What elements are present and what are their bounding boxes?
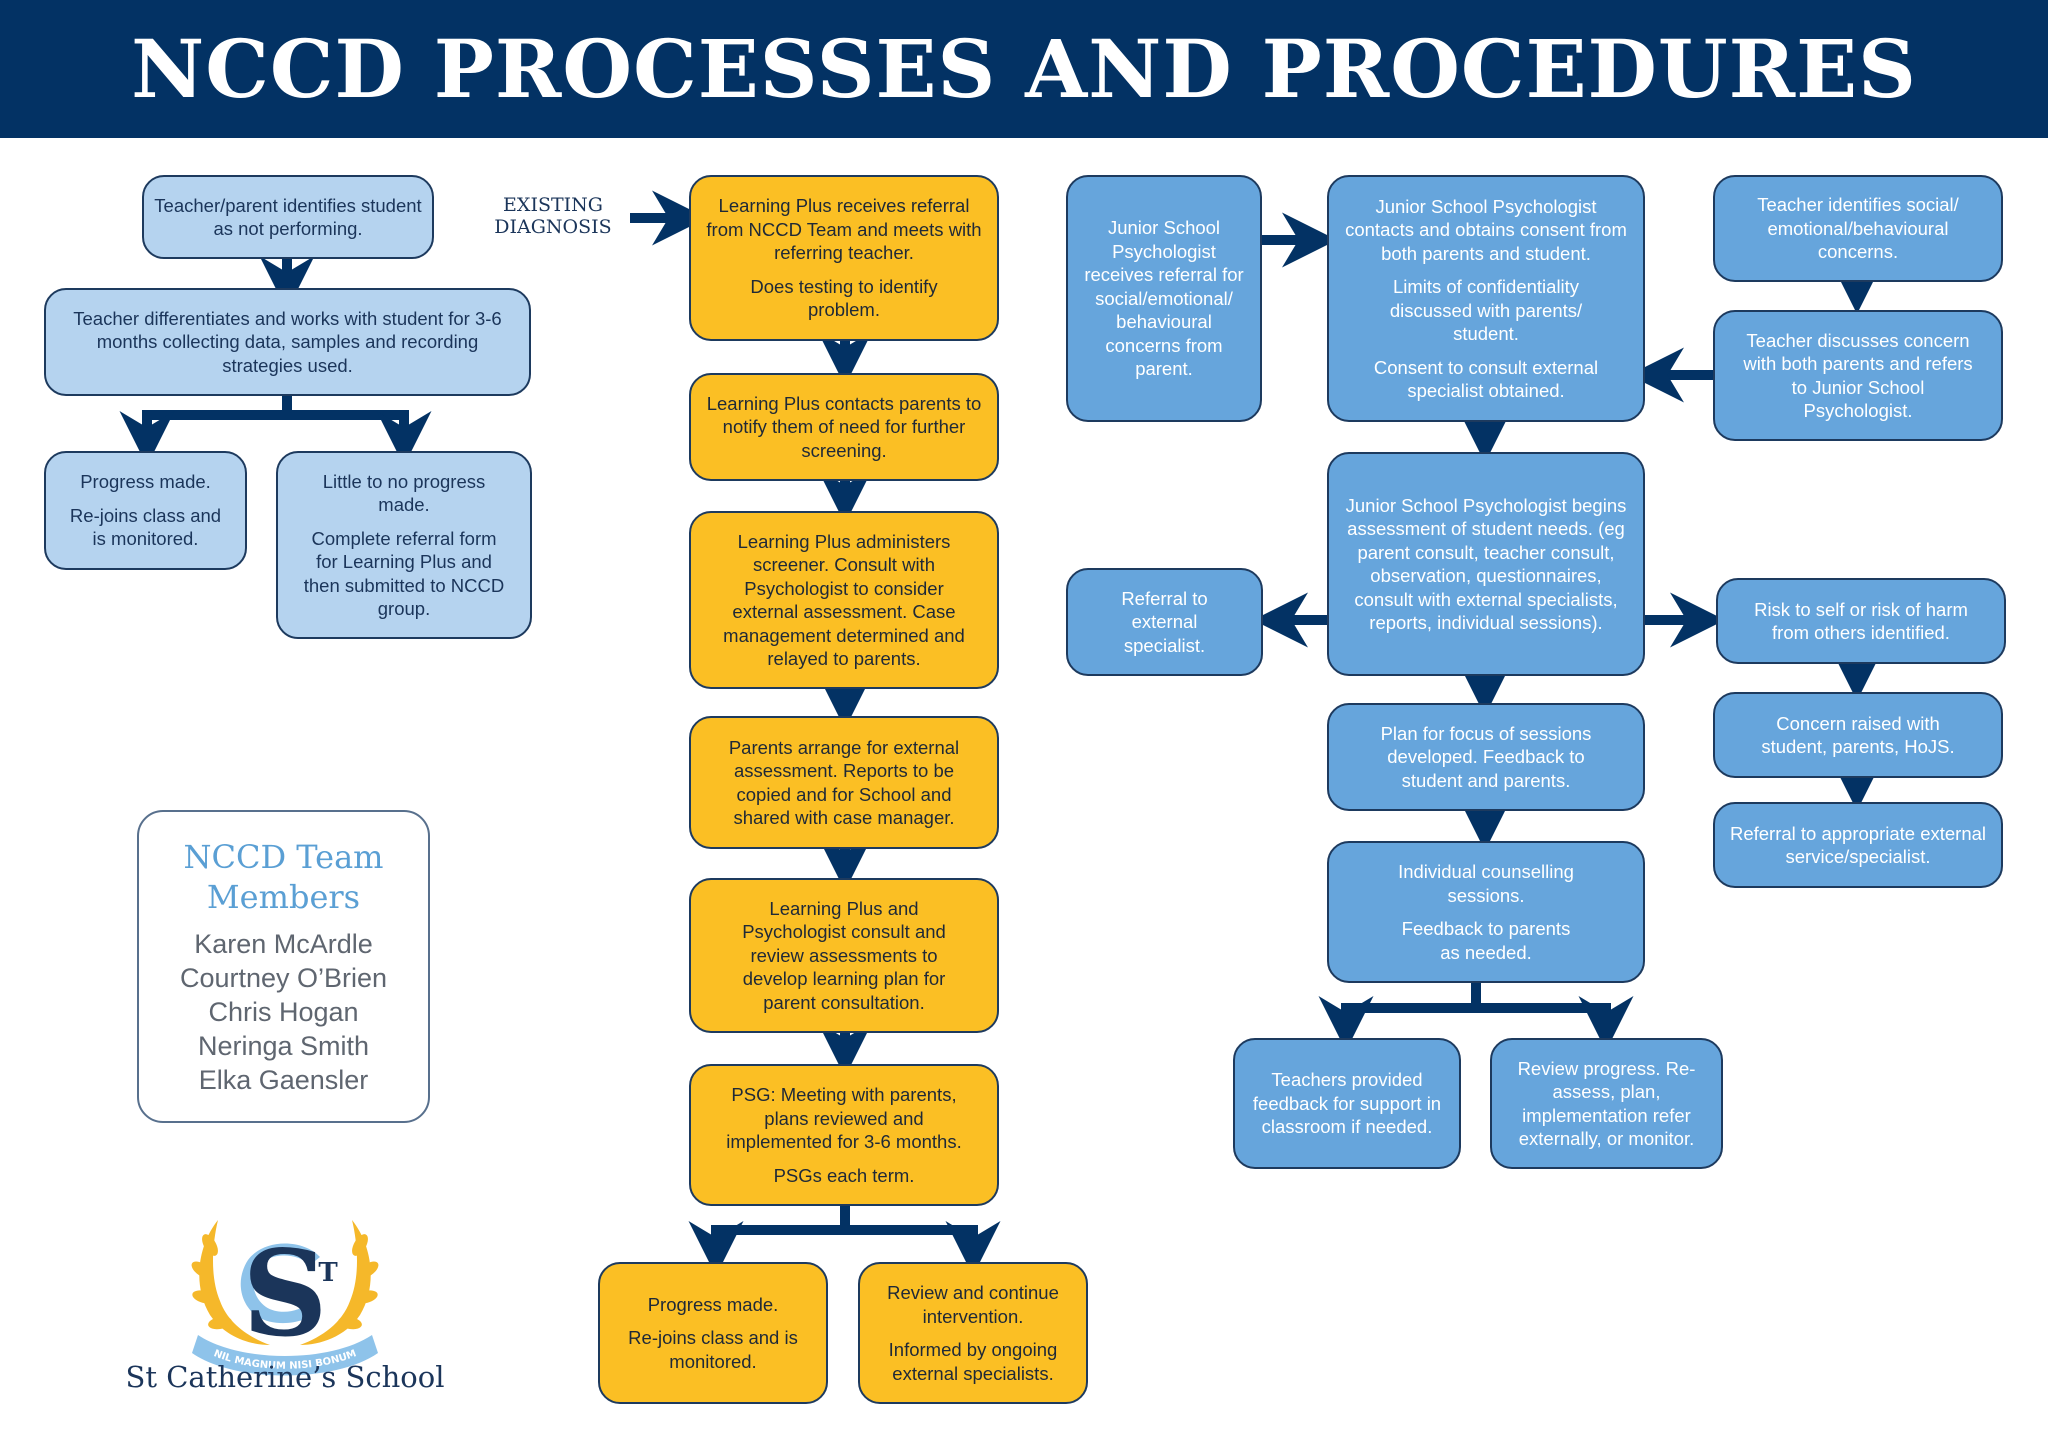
team-members-card: NCCD Team Members Karen McArdle Courtney… — [137, 810, 430, 1123]
box-text: PSG: Meeting with parents, plans reviewe… — [726, 1084, 962, 1152]
concern-raised-box: Concern raised with student, parents, Ho… — [1713, 692, 2003, 778]
lp-step-2-box: Learning Plus contacts parents to notify… — [689, 373, 999, 481]
box-text: Concern raised with student, parents, Ho… — [1761, 712, 1955, 758]
team-member: Karen McArdle — [194, 928, 373, 959]
box-text: PSGs each term. — [773, 1164, 915, 1186]
review-progress-box: Review progress. Re-assess, plan, implem… — [1490, 1038, 1723, 1169]
box-text: Informed by ongoing external specialists… — [888, 1339, 1058, 1384]
lp-step-6-psg-box: PSG: Meeting with parents, plans reviewe… — [689, 1064, 999, 1206]
teacher-progress-made-box: Progress made. Re-joins class and is mon… — [44, 451, 247, 570]
team-member: Chris Hogan — [208, 996, 359, 1027]
box-text: Learning Plus contacts parents to notify… — [706, 392, 982, 461]
box-text: Re-joins class and is monitored. — [628, 1327, 798, 1372]
page-title: NCCD PROCESSES AND PROCEDURES — [131, 22, 1917, 116]
box-text: Teachers provided feedback for support i… — [1252, 1069, 1442, 1138]
box-text: Parents arrange for external assessment.… — [728, 736, 960, 829]
box-text: Progress made. — [647, 1293, 779, 1315]
teacher-identifies-concerns-box: Teacher identifies social/ emotional/beh… — [1713, 175, 2003, 282]
box-text: Complete referral form for Learning Plus… — [303, 527, 505, 620]
box-text: Learning Plus administers screener. Cons… — [723, 530, 965, 670]
box-text: Teacher discusses concern with both pare… — [1743, 329, 1973, 422]
lp-step-3-box: Learning Plus administers screener. Cons… — [689, 511, 999, 689]
box-text: Learning Plus receives referral from NCC… — [706, 195, 982, 264]
box-text: Teacher/parent identifies student as not… — [154, 194, 422, 240]
arrow-counselling-to-review — [1476, 996, 1634, 1051]
arrow-counselling-to-teacher-feedback — [1318, 982, 1481, 1051]
arrow-lp-to-review — [845, 1221, 1001, 1276]
box-text: Feedback to parents as needed. — [1401, 918, 1571, 963]
box-text: Does testing to identify problem. — [750, 275, 938, 321]
teacher-identifies-box: Teacher/parent identifies student as not… — [142, 175, 434, 259]
external-specialist-referral-box: Referral to external specialist. — [1066, 568, 1263, 676]
team-member: Elka Gaensler — [198, 1064, 369, 1095]
box-text: Limits of confidentiality discussed with… — [1389, 276, 1583, 344]
box-text: Review progress. Re-assess, plan, implem… — [1517, 1057, 1696, 1150]
box-text: Junior School Psychologist contacts and … — [1345, 195, 1627, 264]
session-plan-box: Plan for focus of sessions developed. Fe… — [1327, 703, 1645, 811]
lp-review-continue-box: Review and continue intervention. Inform… — [858, 1262, 1088, 1404]
counselling-sessions-box: Individual counselling sessions. Feedbac… — [1327, 841, 1645, 983]
box-text: Teacher identifies social/ emotional/beh… — [1757, 194, 1959, 263]
arrow-differentiate-to-no-progress — [287, 410, 432, 466]
lp-step-1-box: Learning Plus receives referral from NCC… — [689, 175, 999, 341]
lp-step-5-box: Learning Plus and Psychologist consult a… — [689, 878, 999, 1033]
motto-ribbon — [192, 1335, 378, 1376]
box-text: Referral to external specialist. — [1121, 587, 1208, 656]
arrow-differentiate-to-progress — [119, 395, 292, 466]
lp-step-4-box: Parents arrange for external assessment.… — [689, 716, 999, 849]
title-banner: NCCD PROCESSES AND PROCEDURES — [0, 0, 2048, 138]
box-text: Plan for focus of sessions developed. Fe… — [1380, 722, 1592, 791]
teacher-no-progress-box: Little to no progress made. Complete ref… — [276, 451, 532, 639]
monogram-t: T — [318, 1258, 338, 1288]
teacher-discusses-concern-box: Teacher discusses concern with both pare… — [1713, 310, 2003, 441]
school-crest-logo: S T NIL MAGNUM NISI BONUM — [191, 1220, 379, 1376]
box-text: Little to no progress made. — [322, 470, 486, 516]
psych-parent-referral-box: Junior School Psychologist receives refe… — [1066, 175, 1262, 422]
arrow-lp-to-progress — [688, 1205, 850, 1276]
lp-progress-made-box: Progress made. Re-joins class and is mon… — [598, 1262, 828, 1404]
box-text: Risk to self or risk of harm from others… — [1754, 598, 1968, 644]
box-text: Progress made. — [80, 471, 211, 493]
box-text: Teacher differentiates and works with st… — [73, 307, 502, 376]
crescent-c-icon — [240, 1243, 320, 1324]
box-text: Referral to appropriate external service… — [1729, 822, 1987, 868]
team-member: Courtney O’Brien — [179, 962, 388, 993]
team-member: Neringa Smith — [197, 1030, 370, 1061]
monogram-s: S — [242, 1224, 327, 1363]
team-heading: NCCD Team Members — [183, 837, 384, 916]
laurel-wreath-icon — [191, 1220, 379, 1345]
psych-assessment-box: Junior School Psychologist begins assess… — [1327, 452, 1645, 676]
box-text: Learning Plus and Psychologist consult a… — [742, 897, 946, 1013]
box-text: Re-joins class and is monitored. — [69, 504, 222, 550]
risk-identified-box: Risk to self or risk of harm from others… — [1716, 578, 2006, 664]
box-text: Individual counselling sessions. — [1398, 861, 1574, 906]
existing-diagnosis-label: EXISTING DIAGNOSIS — [494, 194, 612, 238]
school-name: St Catherine’s School — [125, 1360, 445, 1394]
teacher-feedback-box: Teachers provided feedback for support i… — [1233, 1038, 1461, 1169]
box-text: Consent to consult external specialist o… — [1373, 356, 1599, 402]
appropriate-referral-box: Referral to appropriate external service… — [1713, 802, 2003, 888]
psych-consent-box: Junior School Psychologist contacts and … — [1327, 175, 1645, 422]
box-text: Review and continue intervention. — [887, 1282, 1059, 1327]
box-text: Junior School Psychologist receives refe… — [1084, 217, 1244, 380]
teacher-differentiates-box: Teacher differentiates and works with st… — [44, 288, 531, 396]
box-text: Junior School Psychologist begins assess… — [1345, 494, 1627, 634]
